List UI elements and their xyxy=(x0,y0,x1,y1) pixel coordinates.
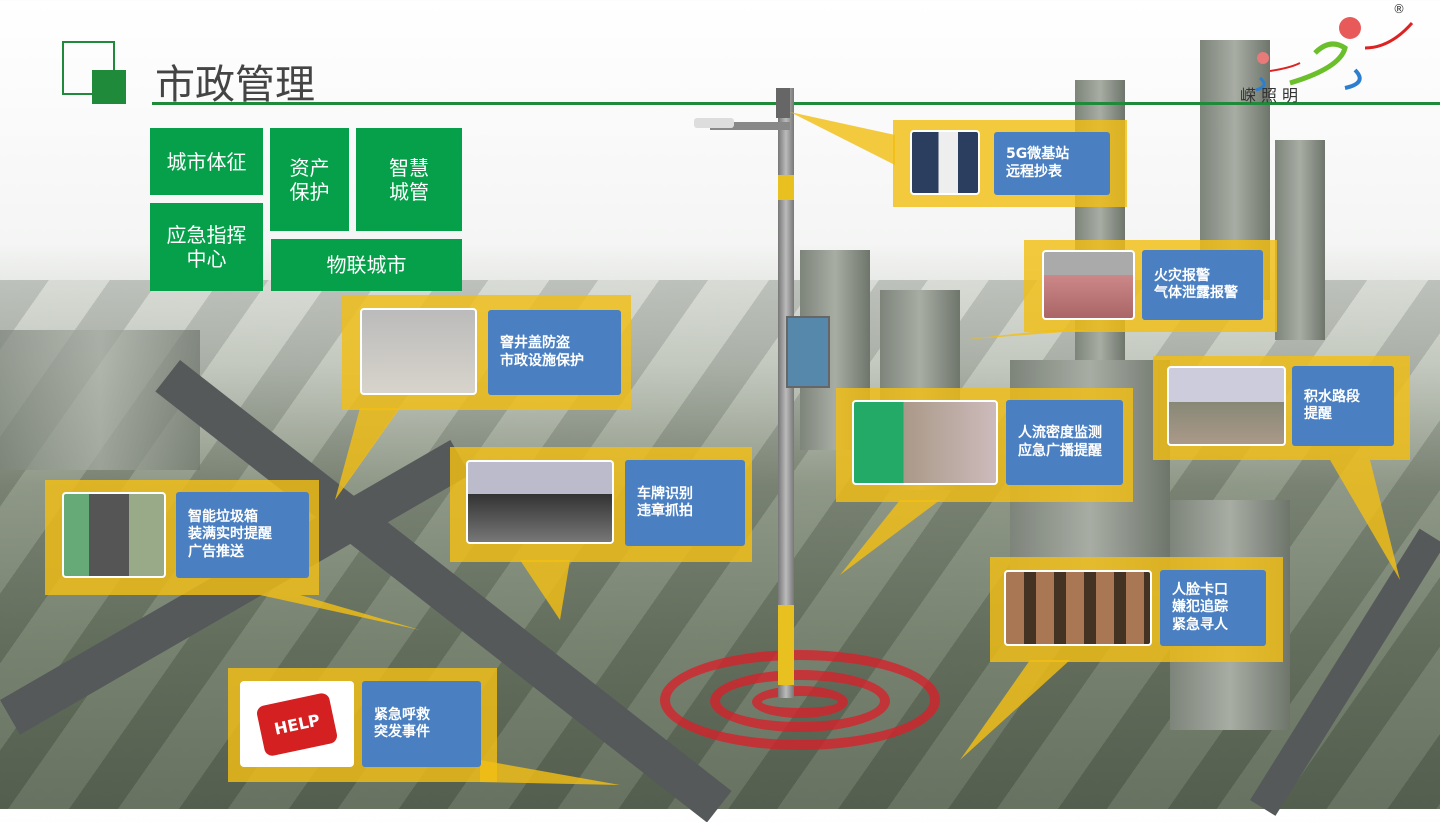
callout-line: 车牌识别 xyxy=(637,485,693,502)
callout-text: 人脸卡口嫌犯追踪紧急寻人 xyxy=(1160,570,1266,646)
callout-face-recognition: 人脸卡口嫌犯追踪紧急寻人 xyxy=(990,557,1283,662)
callout-5g-base-station: 5G微基站远程抄表 xyxy=(893,120,1127,207)
callout-line: 广告推送 xyxy=(188,543,244,560)
callout-line: 窨井盖防盗 xyxy=(500,335,570,351)
callout-line: 气体泄露报警 xyxy=(1154,285,1238,301)
callout-line: 火灾报警 xyxy=(1154,267,1210,284)
tile-smart-city-management[interactable]: 智慧城管 xyxy=(356,128,462,231)
callout-line: 市政设施保护 xyxy=(500,352,584,369)
lamp-head xyxy=(694,118,734,128)
callout-line: 积水路段 xyxy=(1304,388,1360,405)
license-plate-photo xyxy=(466,460,614,544)
tile-city-vitals[interactable]: 城市体征 xyxy=(150,128,263,195)
callout-text: 积水路段提醒 xyxy=(1292,366,1394,446)
callout-line: 人流密度监测 xyxy=(1018,425,1102,441)
tile-asset-protection[interactable]: 资产保护 xyxy=(270,128,349,231)
registered-mark: ® xyxy=(1393,2,1405,16)
emergency-call-box xyxy=(778,605,794,685)
brand-name: 嵘照明 xyxy=(1240,86,1304,105)
brand-logo-icon xyxy=(1255,17,1414,92)
callout-line: 紧急呼救 xyxy=(374,706,430,723)
callout-emergency-help: HELP 紧急呼救突发事件 xyxy=(228,668,497,782)
callout-line: 违章抓拍 xyxy=(637,503,693,519)
title-decoration-fill xyxy=(92,70,126,104)
smart-pole xyxy=(778,88,794,698)
callout-line: 人脸卡口 xyxy=(1172,581,1228,598)
callout-text: 窨井盖防盗市政设施保护 xyxy=(488,310,621,395)
pole-band xyxy=(778,175,794,200)
callout-fire-alarm: 火灾报警气体泄露报警 xyxy=(1024,240,1277,332)
lamp-arm xyxy=(710,122,790,130)
building xyxy=(1275,140,1325,340)
callout-text: 车牌识别违章抓拍 xyxy=(625,460,745,546)
callout-license-plate: 车牌识别违章抓拍 xyxy=(450,447,752,562)
crowd-heatmap-photo xyxy=(852,400,998,485)
callout-line: 智能垃圾箱 xyxy=(188,508,258,525)
callout-smart-trash-bin: 智能垃圾箱装满实时提醒广告推送 xyxy=(45,480,319,595)
face-recognition-photo xyxy=(1004,570,1152,646)
title-underline xyxy=(152,102,1440,105)
callout-text: 火灾报警气体泄露报警 xyxy=(1142,250,1263,320)
manhole-photo xyxy=(360,308,477,395)
help-key-icon: HELP xyxy=(255,691,339,757)
callout-crowd-density: 人流密度监测应急广播提醒 xyxy=(836,388,1133,502)
flooded-road-photo xyxy=(1167,366,1286,446)
signal-ring xyxy=(752,686,848,718)
callout-line: 5G微基站 xyxy=(1006,146,1070,162)
page-title: 市政管理 xyxy=(155,62,315,108)
tile-iot-city[interactable]: 物联城市 xyxy=(271,239,462,291)
signal-ring xyxy=(710,670,890,732)
callout-text: 紧急呼救突发事件 xyxy=(362,681,481,767)
help-key-photo: HELP xyxy=(240,681,354,767)
callout-text: 5G微基站远程抄表 xyxy=(994,132,1110,195)
trash-bin-photo xyxy=(62,492,166,578)
callout-waterlogged-road: 积水路段提醒 xyxy=(1153,356,1410,460)
tile-emergency-command[interactable]: 应急指挥中心 xyxy=(150,203,263,291)
callout-line: 突发事件 xyxy=(374,724,430,740)
callout-manhole-protection: 窨井盖防盗市政设施保护 xyxy=(342,295,631,410)
callout-line: 紧急寻人 xyxy=(1172,616,1228,633)
led-screen xyxy=(786,316,830,388)
callout-line: 提醒 xyxy=(1304,406,1332,422)
signal-ring xyxy=(660,650,940,750)
fire-detection-photo xyxy=(1042,250,1135,320)
base-station-module xyxy=(776,88,790,118)
callout-line: 应急广播提醒 xyxy=(1018,442,1102,459)
title-decoration-outline xyxy=(62,41,115,95)
callout-line: 嫌犯追踪 xyxy=(1172,599,1228,616)
callout-line: 远程抄表 xyxy=(1006,163,1062,180)
callout-text: 智能垃圾箱装满实时提醒广告推送 xyxy=(176,492,309,578)
base-station-photo xyxy=(910,130,980,195)
callout-line: 装满实时提醒 xyxy=(188,526,272,543)
callout-text: 人流密度监测应急广播提醒 xyxy=(1006,400,1123,485)
